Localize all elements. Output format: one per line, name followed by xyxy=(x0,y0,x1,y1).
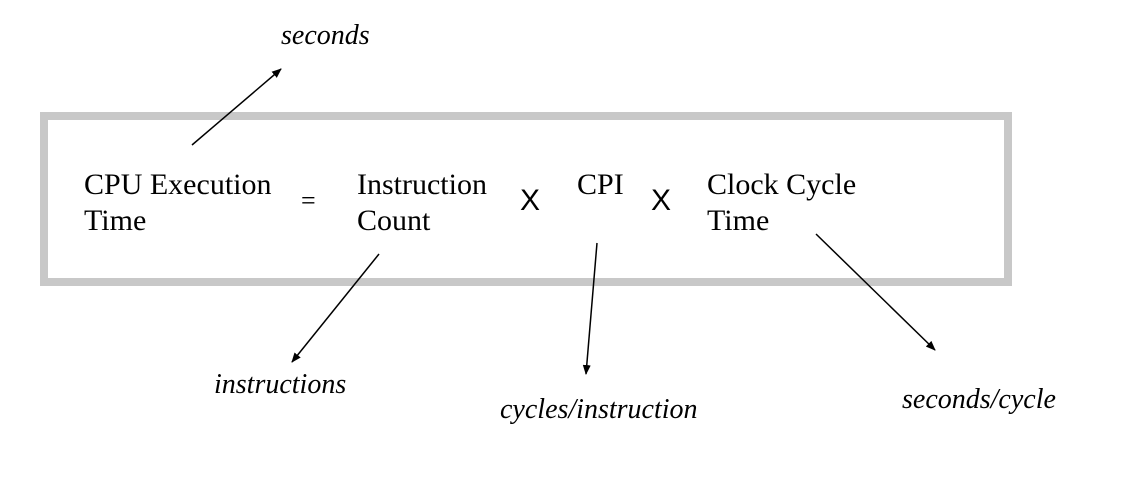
equals-sign: = xyxy=(301,186,316,215)
unit-cycles-per-instruction: cycles/instruction xyxy=(500,394,698,425)
arrow-to-cycles-per-instruction xyxy=(582,242,598,375)
unit-seconds-per-cycle: seconds/cycle xyxy=(902,384,1056,415)
unit-instructions: instructions xyxy=(214,369,347,400)
unit-seconds: seconds xyxy=(281,20,370,51)
clock-cycle-time-term: Clock Cycle Time xyxy=(707,167,856,239)
multiply-sign-1: X xyxy=(520,184,541,217)
arrow-to-seconds xyxy=(191,68,282,146)
instruction-count-term: Instruction Count xyxy=(357,167,487,239)
arrow-to-instructions xyxy=(291,253,380,363)
arrow-to-seconds-per-cycle xyxy=(815,233,936,351)
instruction-count-line1: Instruction xyxy=(357,168,487,201)
clock-cycle-time-line1: Clock Cycle xyxy=(707,168,857,201)
multiply-sign-2: X xyxy=(651,184,672,217)
cpu-execution-time-term: CPU Execution Time xyxy=(84,167,272,239)
cpu-execution-time-line2: Time xyxy=(84,204,147,237)
cpi-line1: CPI xyxy=(577,168,624,201)
cpu-execution-time-line1: CPU Execution xyxy=(84,168,272,201)
instruction-count-line2: Count xyxy=(357,204,431,237)
cpi-term: CPI xyxy=(577,167,624,203)
clock-cycle-time-line2: Time xyxy=(707,204,770,237)
equation-box xyxy=(40,112,1012,286)
